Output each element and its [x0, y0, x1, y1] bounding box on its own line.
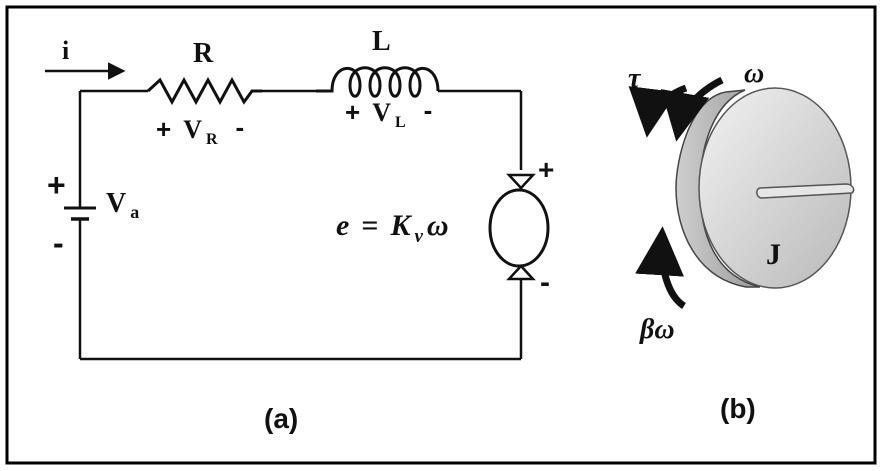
friction-label: βω [639, 314, 675, 345]
rotor-caption: (b) [720, 393, 756, 424]
source-plus-sign: + [47, 167, 66, 203]
inductor-voltage-label: + V L - [345, 95, 432, 131]
source-voltage-label: V a [106, 188, 139, 222]
resistor-voltage-label: + V R - [156, 112, 244, 148]
friction-arrow [635, 226, 687, 309]
source-minus-sign: - [53, 225, 64, 261]
rotor-diagram: J τ ω βω (b) [628, 58, 855, 424]
inductor-symbol [316, 66, 440, 98]
motor-plus-sign: + [538, 154, 554, 185]
inductor-label: L [372, 26, 391, 57]
speed-label: ω [744, 58, 764, 89]
circuit-caption: (a) [264, 403, 298, 434]
rotor-shaft [756, 183, 855, 199]
figure-border [5, 5, 877, 465]
motor-brush-bottom [506, 264, 536, 281]
resistor-symbol [146, 76, 262, 106]
resistor-label: R [193, 38, 214, 69]
back-emf-equation: e = K v ω [336, 209, 449, 247]
motor-brush-top [506, 173, 536, 190]
motor-minus-sign: - [540, 266, 550, 299]
circuit-diagram: i R L + - + V R - [45, 26, 554, 434]
speed-arrow [660, 76, 724, 142]
inertia-label: J [766, 238, 781, 271]
current-label: i [62, 36, 69, 65]
motor-symbol [488, 188, 550, 268]
torque-label: τ [628, 63, 642, 94]
